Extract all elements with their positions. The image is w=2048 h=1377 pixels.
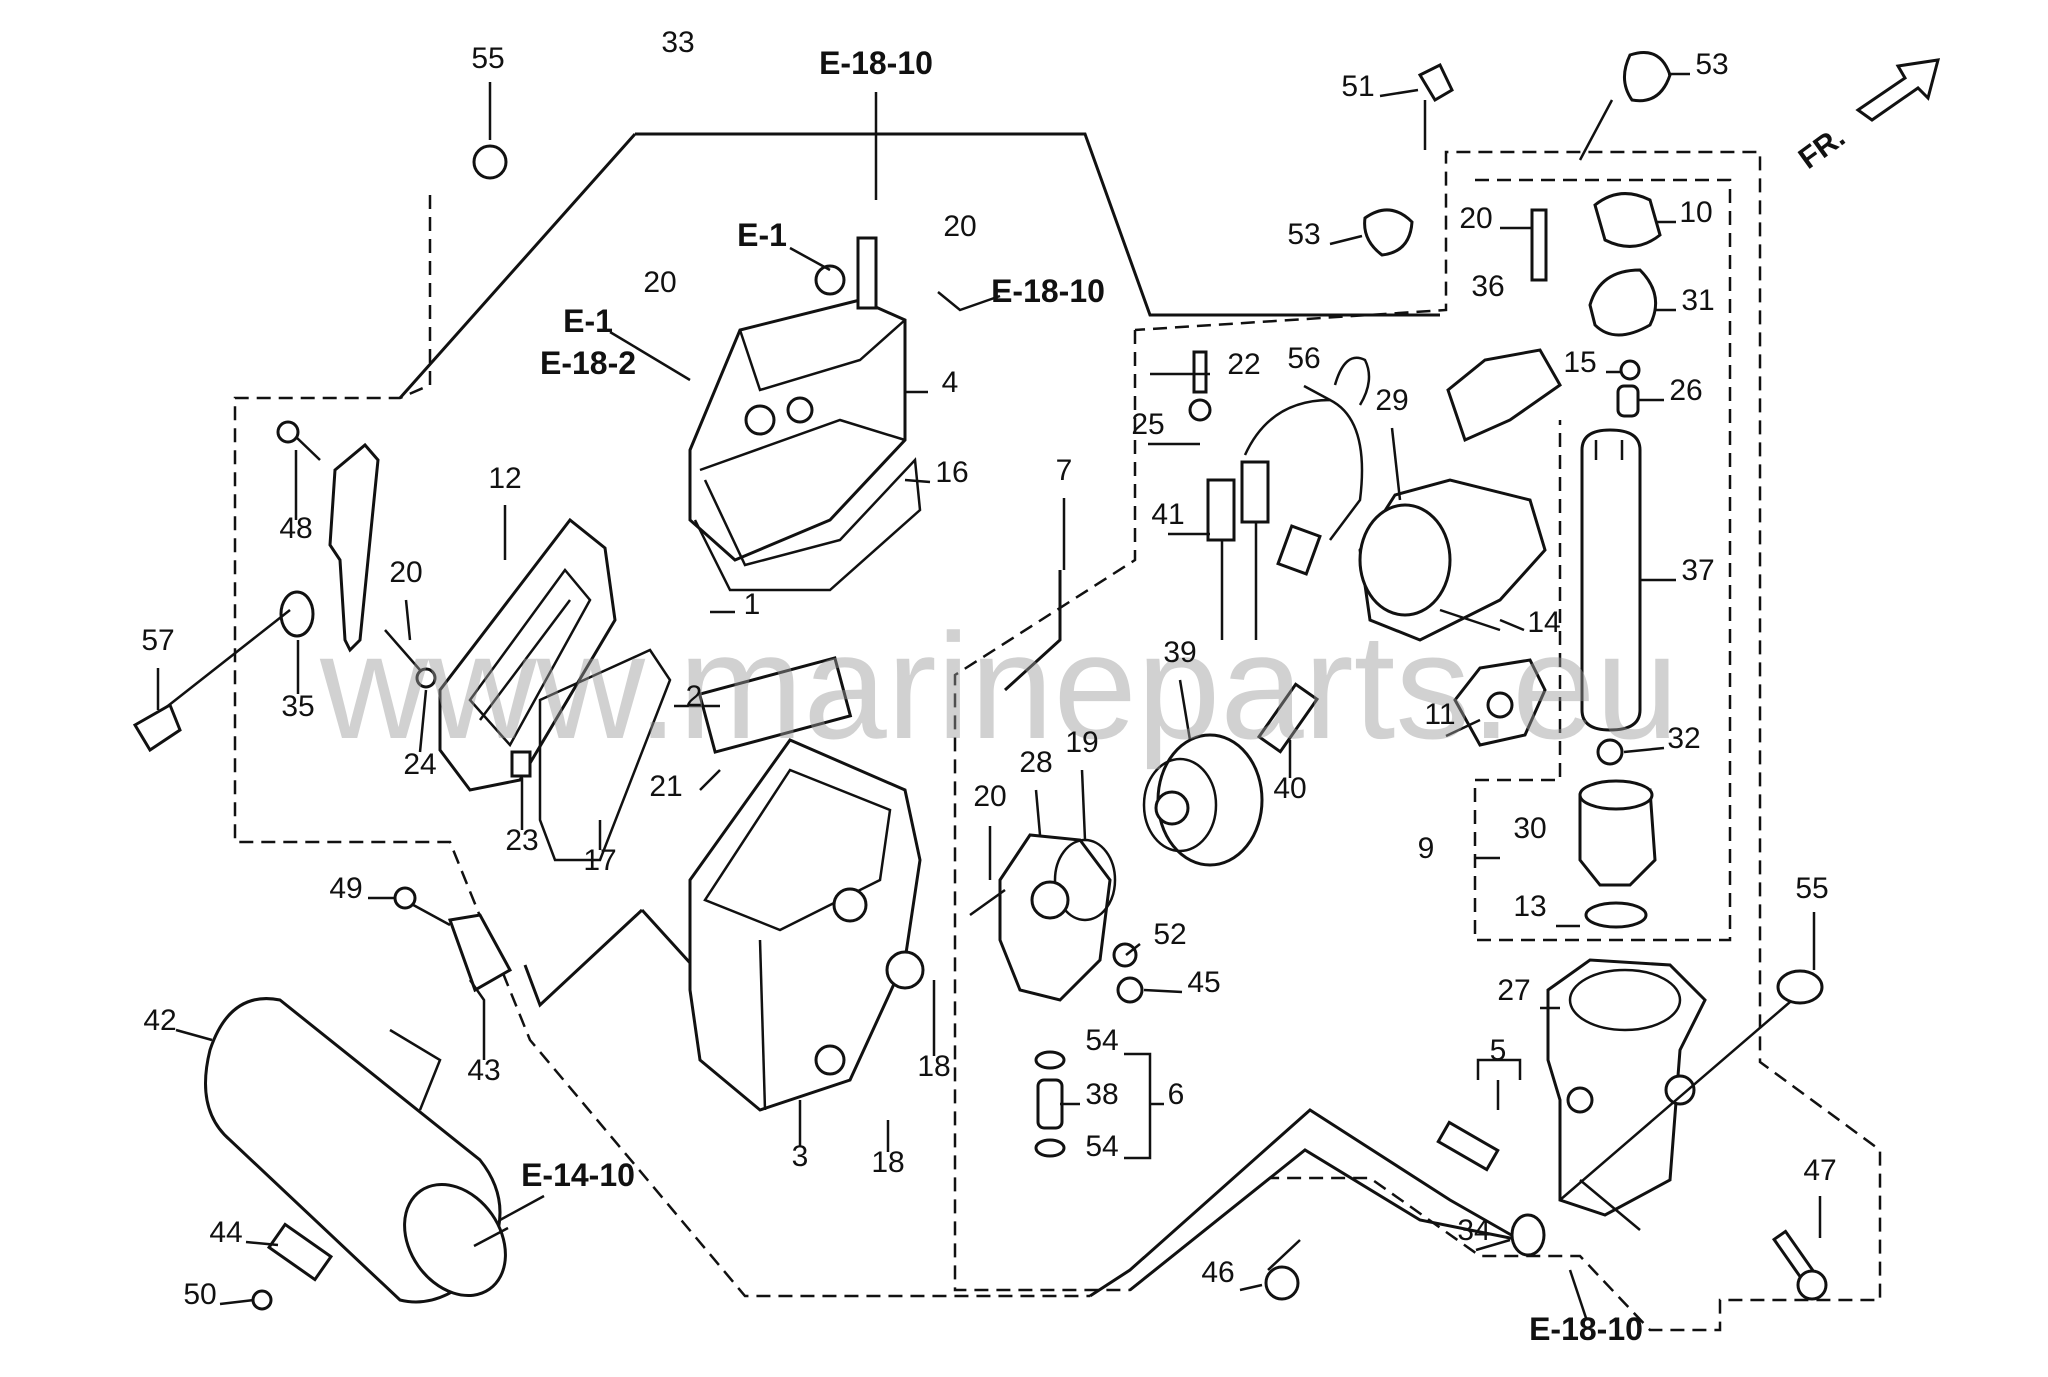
top-right-parts [1363, 51, 1672, 257]
part-callout-22: 22 [1227, 348, 1260, 381]
part-callout-20: 20 [389, 556, 422, 589]
part-callout-54: 54 [1085, 1024, 1118, 1057]
assembly-boundaries [233, 150, 1882, 1332]
part-callout-20: 20 [643, 266, 676, 299]
part-callout-12: 12 [488, 462, 521, 495]
fuel-filter-42 [204, 886, 513, 1311]
part-callout-47: 47 [1803, 1154, 1836, 1187]
section-reference: E-18-10 [819, 45, 933, 81]
reference-layer: E-18-10E-1E-18-10E-1E-18-2E-14-10E-18-10 [521, 45, 1643, 1347]
part-callout-34: 34 [1457, 1214, 1490, 1247]
part-callout-56: 56 [1287, 342, 1320, 375]
filter-element-39 [1142, 682, 1320, 867]
part-callout-26: 26 [1669, 374, 1702, 407]
front-direction-arrow: FR. [1793, 58, 1941, 176]
part-callout-33: 33 [661, 26, 694, 59]
watermark: www.marineparts.eu [319, 602, 1679, 770]
part-callout-55: 55 [1795, 872, 1828, 905]
sensor-41 [1188, 350, 1371, 640]
part-callout-35: 35 [281, 690, 314, 723]
part-callout-17: 17 [583, 844, 616, 877]
gasket-17 [538, 648, 672, 862]
section-reference: E-14-10 [521, 1157, 635, 1193]
part-callout-39: 39 [1163, 636, 1196, 669]
part-callout-2: 2 [686, 680, 703, 713]
part-callout-24: 24 [403, 748, 436, 781]
part-callout-29: 29 [1375, 384, 1408, 417]
section-reference: E-18-10 [1529, 1311, 1643, 1347]
direction-label: FR. [1793, 121, 1851, 176]
part-callout-3: 3 [792, 1140, 809, 1173]
part-callout-10: 10 [1679, 196, 1712, 229]
part-callout-11: 11 [1424, 698, 1455, 731]
part-callout-20: 20 [973, 780, 1006, 813]
part-callout-53: 53 [1695, 48, 1728, 81]
section-reference: E-1 [737, 217, 787, 253]
part-callout-18: 18 [871, 1146, 904, 1179]
part-callout-46: 46 [1201, 1256, 1234, 1289]
part-callout-27: 27 [1497, 974, 1530, 1007]
section-reference: E-1 [563, 303, 613, 339]
spacer-11 [1453, 658, 1547, 747]
part-callout-14: 14 [1527, 606, 1560, 639]
side-bracket [132, 420, 532, 778]
part-callout-20: 20 [1459, 202, 1492, 235]
part-callout-52: 52 [1153, 918, 1186, 951]
chamber-body-3 [688, 656, 925, 1112]
part-callout-44: 44 [209, 1216, 242, 1249]
part-callout-49: 49 [329, 872, 362, 905]
part-callout-7: 7 [1056, 454, 1073, 487]
part-callout-42: 42 [143, 1004, 176, 1037]
gasket-12 [438, 517, 617, 792]
filter-cup-30 [1578, 779, 1657, 929]
section-reference: E-18-10 [991, 273, 1105, 309]
part-callout-20: 20 [943, 210, 976, 243]
part-callout-25: 25 [1131, 408, 1164, 441]
part-callout-30: 30 [1513, 812, 1546, 845]
part-callout-57: 57 [141, 624, 174, 657]
leader-lines [156, 72, 1822, 1319]
impeller-set [1588, 192, 1662, 418]
part-callout-13: 13 [1513, 890, 1546, 923]
part-callout-48: 48 [279, 512, 312, 545]
part-callout-38: 38 [1085, 1078, 1118, 1111]
fuel-pump-37 [1580, 428, 1642, 766]
part-callout-28: 28 [1019, 746, 1052, 779]
part-callout-1: 1 [744, 588, 761, 621]
pump-housing-29 [1358, 208, 1562, 642]
part-callout-16: 16 [935, 456, 968, 489]
part-callout-36: 36 [1471, 270, 1504, 303]
part-callout-55: 55 [471, 42, 504, 75]
lower-housing-27 [1546, 958, 1707, 1231]
spring-set-38 [1034, 1050, 1066, 1158]
part-callout-4: 4 [942, 366, 959, 399]
part-callout-5: 5 [1490, 1034, 1507, 1067]
regulator-28 [969, 833, 1144, 1004]
part-callout-32: 32 [1667, 722, 1700, 755]
part-callout-6: 6 [1168, 1078, 1185, 1111]
part-callout-53: 53 [1287, 218, 1320, 251]
part-callout-40: 40 [1273, 772, 1306, 805]
section-reference: E-18-2 [540, 345, 636, 381]
part-callout-51: 51 [1341, 70, 1374, 103]
part-callout-50: 50 [183, 1278, 216, 1311]
part-callout-19: 19 [1065, 726, 1098, 759]
part-callout-54: 54 [1085, 1130, 1118, 1163]
part-callout-45: 45 [1187, 966, 1220, 999]
part-callout-43: 43 [467, 1054, 500, 1087]
lower-fasteners [1264, 969, 1828, 1301]
part-callout-37: 37 [1681, 554, 1714, 587]
part-callout-21: 21 [649, 770, 682, 803]
part-callout-18: 18 [917, 1050, 950, 1083]
part-callout-41: 41 [1151, 498, 1184, 531]
part-callout-9: 9 [1418, 832, 1435, 865]
fuel-cover-assembly [688, 236, 922, 592]
part-callout-31: 31 [1681, 284, 1714, 317]
part-callout-15: 15 [1563, 346, 1596, 379]
part-callout-23: 23 [505, 824, 538, 857]
